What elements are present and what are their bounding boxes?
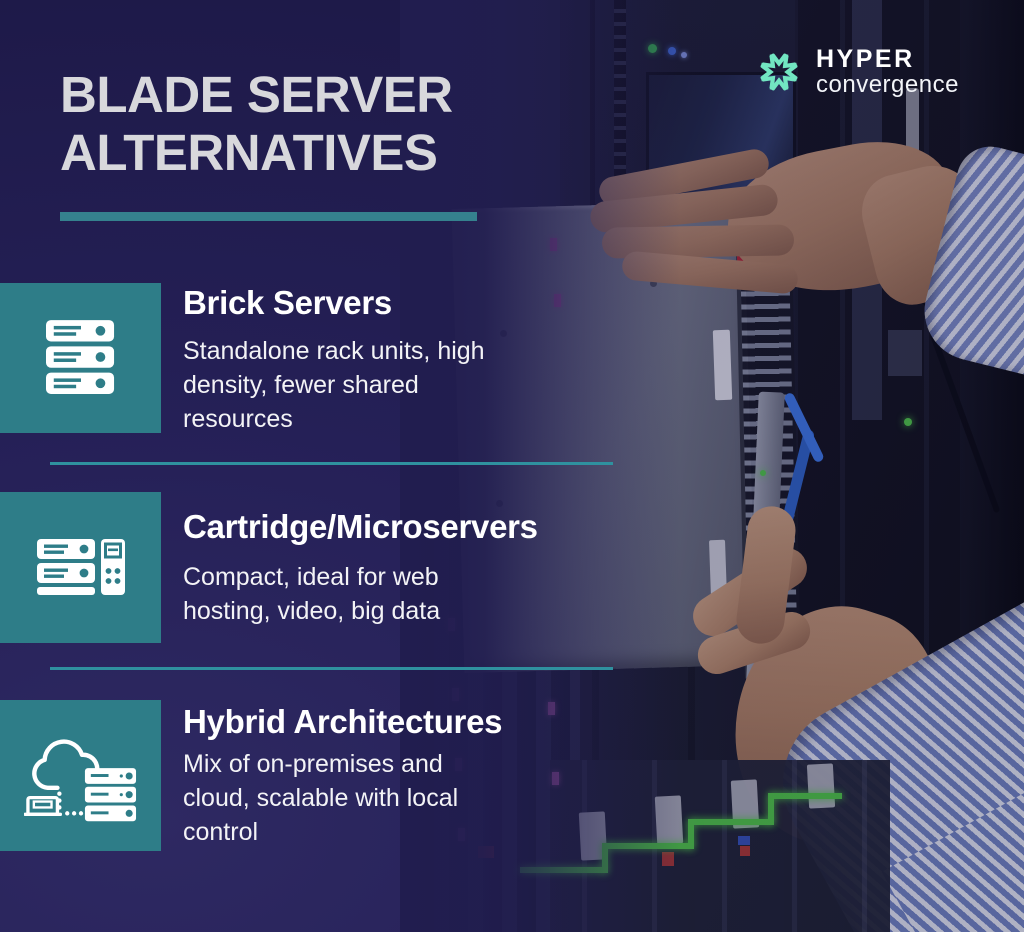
page-title: BLADE SERVER ALTERNATIVES [60,66,453,182]
section-desc-brick-servers: Standalone rack units, high density, few… [183,334,485,436]
server-room-photo: 03 [400,0,1024,932]
logo-brand-top: HYPER [816,45,915,73]
converge-starburst-icon [759,52,799,92]
title-line-2: ALTERNATIVES [60,124,438,181]
section-desc-cartridge-microservers: Compact, ideal for web hosting, video, b… [183,560,440,628]
desc-line: density, fewer shared [183,371,419,399]
rack-servers-icon [45,320,114,394]
hybrid-cloud-icon [23,738,136,821]
section-title-cartridge-microservers: Cartridge/Microservers [183,508,538,545]
section-divider [50,462,613,465]
desc-line: cloud, scalable with local [183,784,459,812]
logo-text: HYPER convergence [816,46,959,98]
brand-logo: HYPER convergence [756,46,959,98]
cartridge-microserver-icon [36,538,125,595]
icon-box-hybrid-architectures [0,700,161,851]
desc-line: control [183,818,259,846]
icon-box-brick-servers [0,283,161,433]
desc-line: Compact, ideal for web [183,563,439,591]
desc-line: Standalone rack units, high [183,337,485,365]
desc-line: resources [183,405,293,433]
section-divider [50,667,613,670]
icon-box-cartridge-microservers [0,492,161,643]
title-line-1: BLADE SERVER [60,66,453,123]
section-title-hybrid-architectures: Hybrid Architectures [183,703,503,740]
logo-brand-bottom: convergence [816,71,959,98]
left-blend-gradient [400,0,680,932]
section-desc-hybrid-architectures: Mix of on-premises and cloud, scalable w… [183,747,458,849]
title-underline [60,212,477,221]
desc-line: hosting, video, big data [183,597,441,625]
section-title-brick-servers: Brick Servers [183,284,392,321]
desc-line: Mix of on-premises and [183,750,443,778]
